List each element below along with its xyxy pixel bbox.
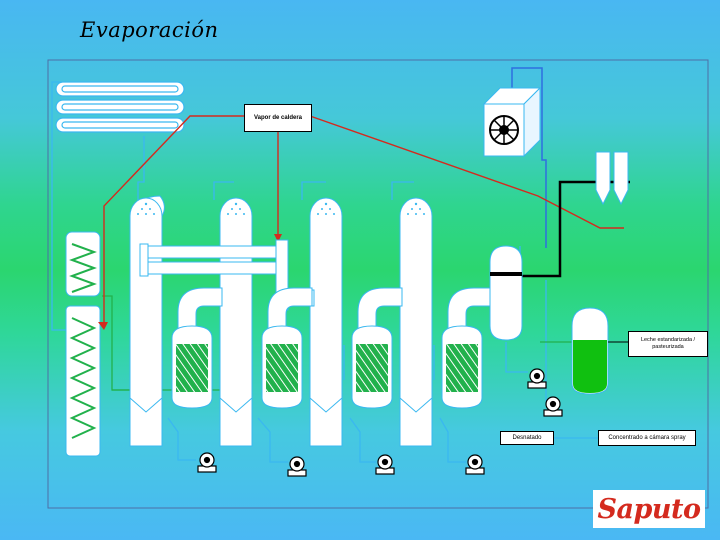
spray-heads: [137, 203, 425, 215]
pump: [288, 457, 306, 476]
milk-feed-label: Leche estandarizada / pasteurizada: [628, 331, 708, 357]
final-separator: [490, 246, 522, 340]
drain-label: Desnatado: [500, 431, 554, 445]
logo-text: Saputo: [598, 494, 701, 525]
concentrate-tank: [572, 308, 608, 394]
pump: [544, 397, 562, 416]
cooling-tower: [484, 88, 540, 156]
pump: [376, 455, 394, 474]
condenser-coil: [56, 82, 184, 132]
concentrate-label: Concentrado a cámara spray: [598, 430, 696, 446]
saputo-logo: Saputo: [593, 490, 705, 528]
pump: [198, 453, 216, 472]
pump: [466, 455, 484, 474]
cyclones: [596, 152, 628, 204]
pump: [528, 369, 546, 388]
preheater: [66, 232, 100, 456]
steam-supply-label: Vapor de caldera: [244, 104, 312, 132]
